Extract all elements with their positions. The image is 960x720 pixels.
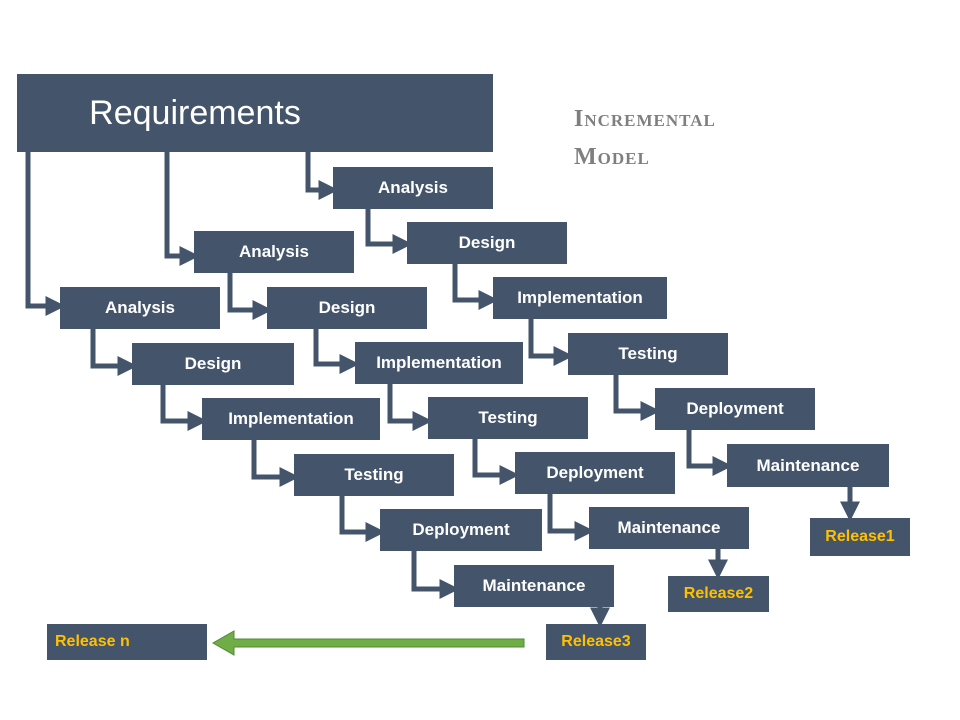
release-3-box: Release3 — [546, 624, 646, 660]
i2-analysis-box: Analysis — [194, 231, 354, 273]
connector-i3-analysis-design — [365, 208, 413, 254]
connector-i1-deploy-maint — [411, 550, 460, 599]
i2-maintenance-box: Maintenance — [589, 507, 749, 549]
connector-i2-deploy-maint — [547, 493, 595, 541]
i3-design-box: Design — [407, 222, 567, 264]
i3-analysis-box: Analysis — [333, 167, 493, 209]
connector-req-to-analysis-1 — [25, 150, 66, 316]
connector-i1-testing-deploy — [339, 494, 386, 542]
connector-req-to-analysis-3 — [305, 150, 339, 200]
i1-deployment-box: Deployment — [380, 509, 542, 551]
connector-req-to-analysis-2 — [164, 150, 200, 266]
i3-testing-box: Testing — [568, 333, 728, 375]
connector-i2-analysis-design — [227, 271, 273, 320]
connector-i3-deploy-maint — [686, 428, 733, 476]
connector-i2-impl-testing — [387, 383, 433, 431]
i3-deployment-box: Deployment — [655, 388, 815, 430]
diagram-title: Incremental Model — [574, 100, 716, 176]
connector-i1-analysis-design — [90, 328, 138, 376]
i2-design-box: Design — [267, 287, 427, 329]
title-line-1: Incremental — [574, 106, 716, 132]
i3-maintenance-box: Maintenance — [727, 444, 889, 487]
connector-i1-design-impl — [160, 384, 208, 431]
i1-maintenance-box: Maintenance — [454, 565, 614, 607]
i1-implementation-box: Implementation — [202, 398, 380, 440]
requirements-box: Requirements — [17, 74, 493, 152]
title-line-2: Model — [574, 144, 650, 170]
i1-design-box: Design — [132, 343, 294, 385]
connector-i2-testing-deploy — [472, 438, 520, 485]
connector-i1-impl-testing — [251, 439, 300, 487]
progress-arrow — [211, 630, 525, 656]
release-n-box: Release n — [47, 624, 207, 660]
connector-i3-design-impl — [452, 263, 499, 310]
connector-i3-testing-deploy — [613, 373, 661, 421]
release-2-box: Release2 — [668, 576, 769, 612]
i2-implementation-box: Implementation — [355, 342, 523, 384]
i2-testing-box: Testing — [428, 397, 588, 439]
i2-deployment-box: Deployment — [515, 452, 675, 494]
release-1-box: Release1 — [810, 518, 910, 556]
i1-analysis-box: Analysis — [60, 287, 220, 329]
i1-testing-box: Testing — [294, 454, 454, 496]
i3-implementation-box: Implementation — [493, 277, 667, 319]
connector-i2-design-impl — [313, 328, 360, 374]
connector-i3-impl-testing — [528, 318, 574, 366]
